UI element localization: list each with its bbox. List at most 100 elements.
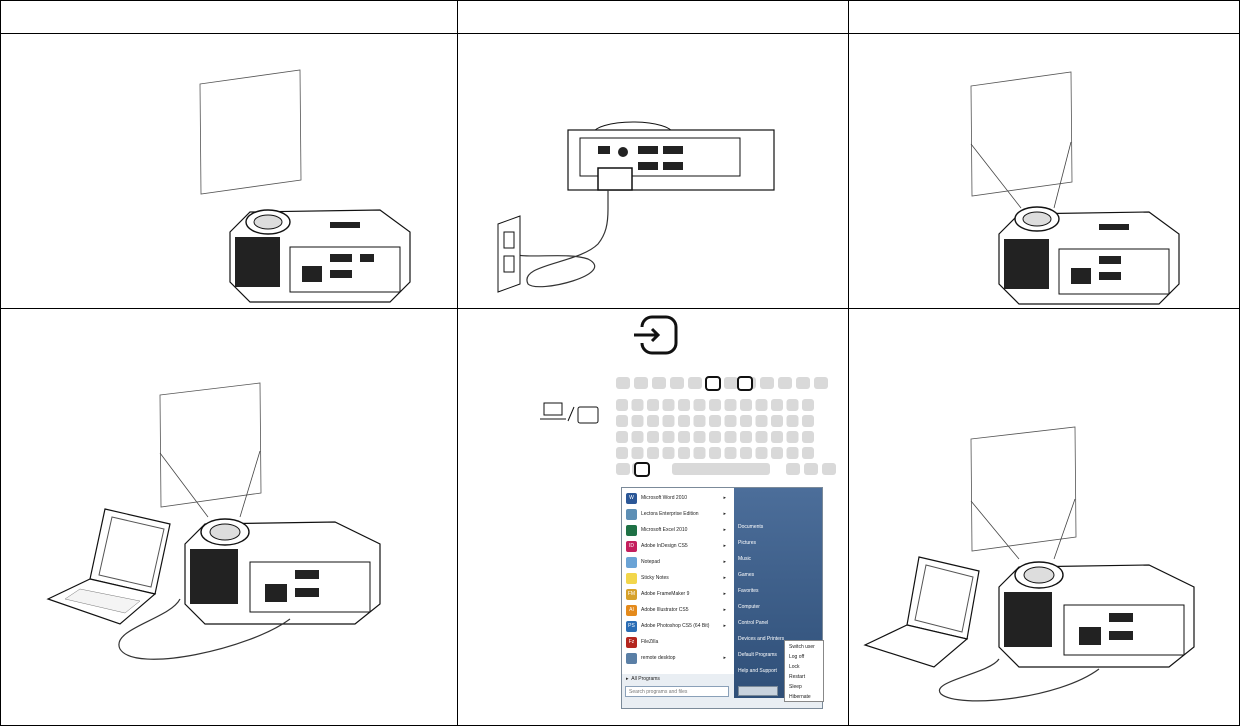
keyboard-key <box>616 415 628 427</box>
header-cell-1 <box>0 0 458 34</box>
projector-icon <box>229 209 411 303</box>
shutdown-option[interactable]: Sleep <box>789 684 802 690</box>
shutdown-option[interactable]: Lock <box>789 664 800 670</box>
keyboard-key <box>771 431 783 443</box>
keyboard-key <box>796 377 810 389</box>
keyboard-key <box>647 431 659 443</box>
keyboard-key <box>678 431 690 443</box>
submenu-arrow-icon: ▸ <box>723 607 726 613</box>
keyboard-key <box>804 463 818 475</box>
source-and-keyboard-illustration <box>540 315 836 477</box>
keyboard-key <box>688 377 702 389</box>
shutdown-button[interactable] <box>738 686 778 696</box>
keyboard-key <box>616 377 630 389</box>
laptop-icon <box>863 556 980 668</box>
start-menu-place[interactable]: Computer <box>738 604 760 610</box>
program-label: FileZilla <box>641 639 659 645</box>
start-menu-program[interactable]: Sticky Notes▸ <box>626 570 730 586</box>
start-menu-place[interactable]: Default Programs <box>738 652 777 658</box>
highlighted-key <box>737 376 753 391</box>
projector-screen-illustration <box>199 69 411 303</box>
start-menu-place[interactable]: Devices and Printers <box>738 636 785 642</box>
shutdown-option[interactable]: Restart <box>789 674 806 680</box>
keyboard-key <box>724 399 737 411</box>
step-cell-place-projector <box>0 34 458 309</box>
start-menu-place[interactable]: Pictures <box>738 540 757 546</box>
start-menu-place[interactable]: Help and Support <box>738 668 777 674</box>
start-menu-place[interactable]: Control Panel <box>738 620 769 626</box>
shutdown-option[interactable]: Hibernate <box>789 694 811 700</box>
start-menu-place[interactable]: Music <box>738 556 752 562</box>
keyboard-key <box>634 377 648 389</box>
keyboard-key <box>631 431 644 443</box>
power-cord-illustration <box>497 121 775 293</box>
keyboard-key <box>672 463 770 475</box>
keyboard-icon <box>616 376 836 477</box>
start-menu-program[interactable]: Microsoft Excel 2010 ▸ <box>626 522 730 538</box>
keyboard-key <box>740 399 752 411</box>
keyboard-key <box>760 377 774 389</box>
keyboard-key <box>709 431 721 443</box>
program-icon <box>626 652 637 664</box>
keyboard-key <box>693 415 706 427</box>
program-icon: FM <box>626 588 637 600</box>
program-label: Microsoft Excel 2010 <box>641 527 688 533</box>
keyboard-key <box>678 447 690 459</box>
submenu-arrow-icon: ▸ <box>723 559 726 565</box>
start-menu-program[interactable]: Notepad ▸ <box>626 554 730 570</box>
start-menu-place[interactable]: Favorites <box>738 588 759 594</box>
start-menu-program[interactable]: remote desktop▸ <box>626 650 730 666</box>
shutdown-option[interactable]: Switch user <box>789 644 815 650</box>
keyboard-key <box>778 377 792 389</box>
program-icon: AI <box>626 604 637 616</box>
keyboard-key <box>740 415 752 427</box>
keyboard-key <box>740 447 752 459</box>
projector-rear-icon <box>567 121 775 191</box>
start-menu-program[interactable]: Lectora Enterprise Edition ▸ <box>626 506 730 522</box>
submenu-arrow-icon: ▸ <box>723 623 726 629</box>
keyboard-key <box>771 399 783 411</box>
keyboard-key <box>724 431 737 443</box>
submenu-arrow-icon: ▸ <box>723 511 726 517</box>
keyboard-key <box>802 431 814 443</box>
program-icon: PS <box>626 620 637 632</box>
keyboard-key <box>786 447 799 459</box>
start-search-input[interactable]: Search programs and files <box>625 686 729 697</box>
step-cell-connect-computer <box>0 309 458 726</box>
program-label: Adobe Illustrator CS5 <box>641 607 689 613</box>
keyboard-key <box>647 415 659 427</box>
shutdown-option[interactable]: Log off <box>789 654 805 660</box>
keyboard-key <box>709 415 721 427</box>
keyboard-key <box>771 415 783 427</box>
keyboard-key <box>631 415 644 427</box>
program-label: Adobe InDesign CS5 <box>641 543 688 549</box>
header-cell-2 <box>458 0 849 34</box>
step-cell-plug-power <box>458 34 849 309</box>
keyboard-key <box>678 415 690 427</box>
keyboard-key <box>755 399 768 411</box>
keyboard-key <box>740 431 752 443</box>
start-menu-place[interactable]: Games <box>738 572 755 578</box>
program-icon <box>626 508 637 520</box>
start-menu-place[interactable]: Documents <box>738 524 764 530</box>
keyboard-key <box>802 415 814 427</box>
laptop-monitor-toggle-icon <box>540 402 599 424</box>
program-label: Microsoft Word 2010 <box>641 495 688 501</box>
keyboard-key <box>724 377 738 389</box>
start-menu-program[interactable]: AI Adobe Illustrator CS5 ▸ <box>626 602 730 618</box>
keyboard-key <box>724 447 737 459</box>
step-cell-image-projected <box>849 309 1240 726</box>
all-programs-link[interactable]: ▸ All Programs <box>626 676 660 682</box>
keyboard-key <box>786 399 799 411</box>
keyboard-key <box>678 399 690 411</box>
submenu-arrow-icon: ▸ <box>723 527 726 533</box>
program-label: Notepad <box>641 559 660 565</box>
program-label: Lectora Enterprise Edition <box>641 511 699 517</box>
